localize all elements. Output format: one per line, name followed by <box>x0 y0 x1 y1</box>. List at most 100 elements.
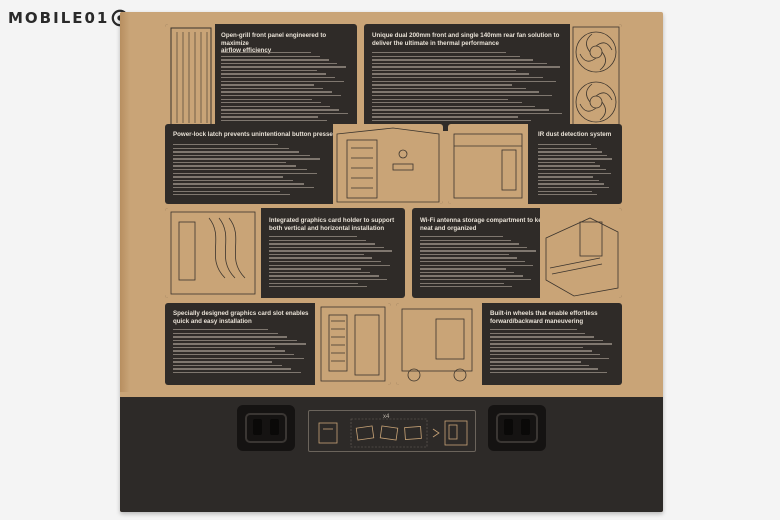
text-line <box>221 112 348 115</box>
text-line <box>538 172 611 175</box>
panel-title: Specially designed graphics card slot en… <box>173 310 313 325</box>
text-line <box>221 84 315 86</box>
text-line <box>538 161 595 164</box>
text-line <box>420 246 528 249</box>
text-line <box>173 343 307 345</box>
panel-title: Wi-Fi antenna storage compartment to kee… <box>420 217 570 232</box>
multilingual-text-block <box>372 52 564 122</box>
text-line <box>173 147 289 149</box>
text-line <box>420 239 511 241</box>
feature-panel-power-latch: Power-lock latch prevents unintentional … <box>165 124 443 204</box>
text-line <box>372 87 526 90</box>
text-line <box>173 361 273 363</box>
text-line <box>538 158 613 160</box>
title-line-1: Unique dual 200mm front and single 140mm… <box>372 32 560 39</box>
text-line <box>221 109 339 111</box>
text-line <box>538 169 606 171</box>
text-line <box>372 116 518 118</box>
feature-panel-dust-detection: IR dust detection system <box>448 124 622 204</box>
text-line <box>372 55 520 57</box>
feature-panel-wifi-antenna: Wi-Fi antenna storage compartment to kee… <box>412 208 622 298</box>
text-line <box>490 346 583 349</box>
title-line-2: forward/backward maneuvering <box>490 317 584 325</box>
text-line <box>173 186 314 189</box>
text-line <box>173 364 282 367</box>
text-line <box>420 243 520 245</box>
panel-title: IR dust detection system <box>538 131 618 139</box>
text-line <box>372 98 509 100</box>
installation-diagram: x4 <box>308 410 476 452</box>
gpu-slot-illustration <box>315 303 391 385</box>
multilingual-text-block <box>269 236 395 288</box>
text-line <box>221 116 319 118</box>
text-line <box>173 161 286 164</box>
text-line <box>490 371 607 374</box>
text-line <box>173 179 293 182</box>
text-line <box>221 80 344 83</box>
multilingual-text-block <box>538 144 614 196</box>
wheels-illustration <box>396 303 482 385</box>
text-line <box>269 261 382 263</box>
watermark-text: MOBILE01 <box>8 9 110 27</box>
text-line <box>490 361 581 363</box>
text-line <box>221 62 338 65</box>
text-line <box>538 190 592 192</box>
text-line <box>173 151 299 153</box>
dual-fan-illustration <box>570 24 622 131</box>
text-line <box>173 144 278 146</box>
text-line <box>221 55 320 57</box>
title-line-2: neat and organized <box>420 224 477 232</box>
text-line <box>372 59 534 61</box>
text-line <box>173 165 296 167</box>
text-line <box>490 354 601 356</box>
text-line <box>372 69 516 72</box>
panel-title: Power-lock latch prevents unintentional … <box>173 131 343 139</box>
text-line <box>420 271 515 274</box>
wifi-compartment-illustration <box>540 208 622 298</box>
text-line <box>173 329 269 331</box>
text-line <box>538 165 601 167</box>
text-line <box>173 154 310 157</box>
text-line <box>420 264 534 267</box>
text-line <box>372 109 549 111</box>
text-line <box>173 183 304 185</box>
box-side-edge <box>120 12 130 392</box>
text-line <box>173 332 278 334</box>
text-line <box>490 329 577 331</box>
text-line <box>221 73 326 75</box>
handle-grip <box>245 413 287 443</box>
multilingual-text-block <box>221 52 349 122</box>
text-line <box>372 62 547 65</box>
box-bottom-band <box>120 397 663 512</box>
text-line <box>173 357 304 360</box>
feature-panel-fans: Unique dual 200mm front and single 140mm… <box>364 24 622 131</box>
text-line <box>372 80 557 83</box>
text-line <box>269 264 390 267</box>
text-line <box>269 275 379 277</box>
text-line <box>490 339 603 342</box>
text-line <box>372 91 540 93</box>
text-line <box>538 176 594 178</box>
text-line <box>173 172 317 175</box>
handle-slot <box>253 419 262 435</box>
text-line <box>221 94 342 97</box>
case-front-illustration <box>165 24 215 131</box>
parts-multiplier: x4 <box>383 414 390 420</box>
title-line-2: airflow efficiency <box>221 47 272 54</box>
text-line <box>538 154 608 157</box>
feature-panel-gpu-slot: Specially designed graphics card slot en… <box>165 303 391 385</box>
text-line <box>490 350 592 352</box>
panel-title: Built-in wheels that enable effortless f… <box>490 310 618 325</box>
text-line <box>538 183 605 185</box>
text-line <box>221 87 324 90</box>
multilingual-text-block <box>173 144 323 196</box>
text-line <box>221 98 312 100</box>
feature-panel-front-grill: Open-grill front panel engineered to max… <box>165 24 357 131</box>
multilingual-text-block <box>490 329 614 374</box>
text-line <box>173 169 307 171</box>
panel-title: Integrated graphics card holder to suppo… <box>269 217 401 232</box>
title-line-1: Built-in wheels that enable effortless <box>490 310 598 317</box>
text-line <box>221 105 330 108</box>
text-line <box>221 91 333 93</box>
text-line <box>221 69 317 72</box>
